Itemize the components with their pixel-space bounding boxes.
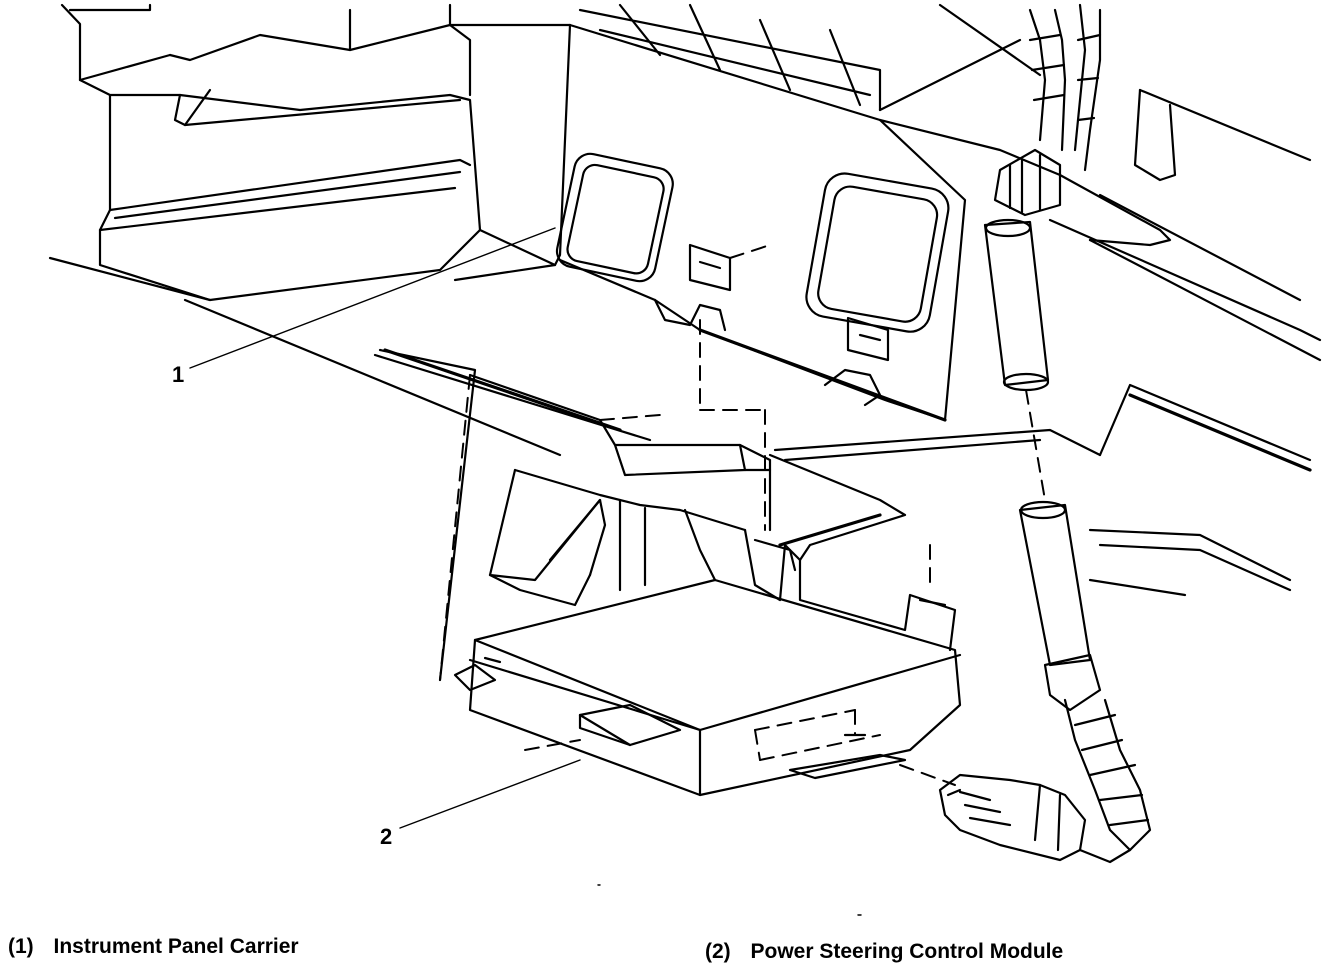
leader-line-1 [189, 227, 556, 369]
upper-dash-structure [48, 3, 572, 302]
wiring-harness-upper [993, 3, 1102, 217]
legend-item-1: (1) Instrument Panel Carrier [8, 935, 299, 959]
leader-line-2 [399, 759, 581, 829]
legend-label: Power Steering Control Module [750, 940, 1064, 963]
legend-number: (2) [705, 940, 731, 963]
callout-number-2: 2 [380, 824, 393, 849]
print-specks [597, 884, 862, 916]
callout-leaders [189, 227, 581, 829]
carrier-face [555, 23, 967, 422]
mounting-bracket [378, 348, 957, 682]
upper-right-trim [578, 3, 1322, 597]
assembly-guides [439, 319, 766, 751]
legend-label: Instrument Panel Carrier [53, 935, 299, 958]
callout-number-1: 1 [172, 362, 185, 387]
control-module [453, 578, 962, 797]
lower-lines [183, 298, 1102, 462]
legend-item-2: (2) Power Steering Control Module [705, 940, 1063, 964]
connector-pigtail [983, 218, 1050, 501]
wiring-harness-lower [938, 500, 1152, 864]
legend-number: (1) [8, 935, 34, 958]
